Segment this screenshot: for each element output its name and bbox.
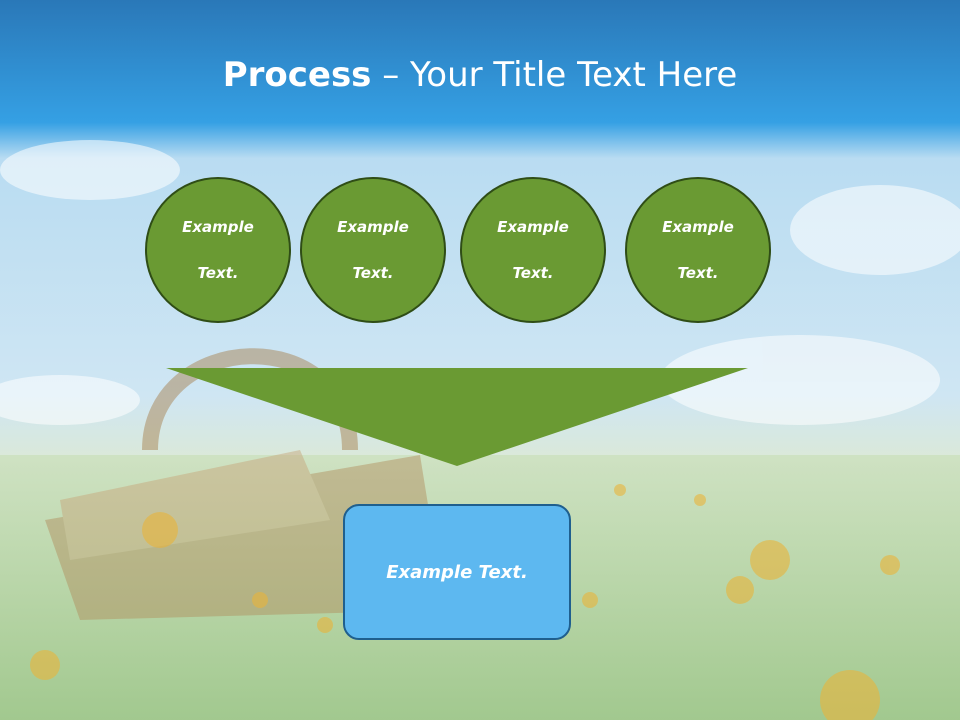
step-3-line-2: Text. — [512, 263, 554, 282]
result-label: Example Text. — [386, 561, 528, 583]
title-rest: – Your Title Text Here — [371, 55, 738, 95]
step-1-line-1: Example — [182, 217, 254, 236]
step-3-line-1: Example — [497, 217, 569, 236]
title-bold: Process — [222, 55, 372, 95]
step-2-line-2: Text. — [352, 263, 394, 282]
funnel-triangle — [166, 368, 748, 466]
step-2-line-1: Example — [337, 217, 409, 236]
result-box: Example Text. — [343, 504, 571, 640]
step-4-line-1: Example — [662, 217, 734, 236]
step-4-line-2: Text. — [677, 263, 719, 282]
slide-title: Process – Your Title Text Here — [0, 52, 960, 98]
step-1-line-2: Text. — [197, 263, 239, 282]
